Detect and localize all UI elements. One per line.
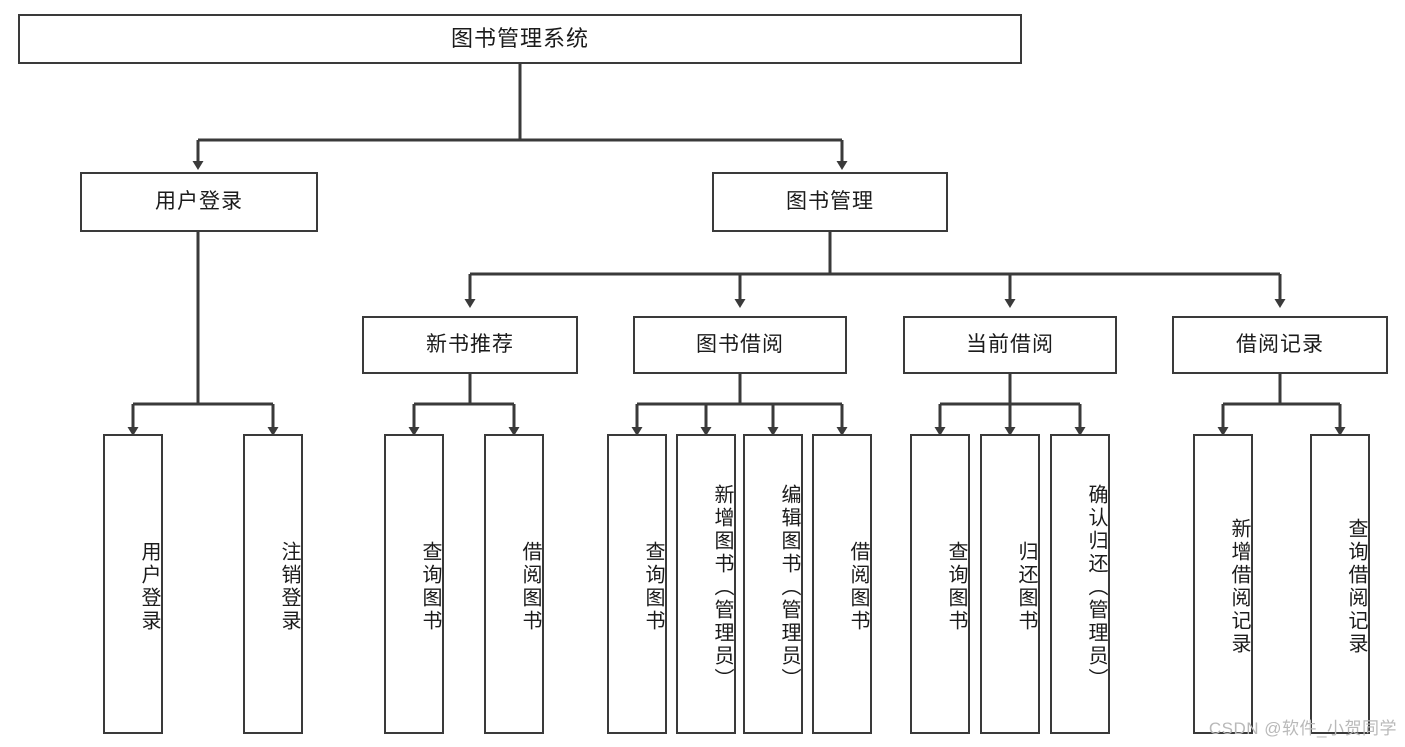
node-book-management[interactable]: 图书管理 [712, 172, 948, 232]
node-book-borrow[interactable]: 图书借阅 [633, 316, 847, 374]
leaf-label: 查询图书 [419, 541, 441, 633]
node-label: 图书借阅 [696, 332, 784, 356]
leaf-label: 查询图书 [642, 541, 664, 633]
leaf-add-borrow-record[interactable]: 新增借阅记录 [1193, 434, 1253, 734]
leaf-user-login[interactable]: 用户登录 [103, 434, 163, 734]
node-label: 图书管理系统 [450, 26, 589, 52]
leaf-query-book-recommend[interactable]: 查询图书 [384, 434, 444, 734]
leaf-label: 新增图书（管理员） [711, 483, 733, 691]
leaf-label: 查询图书 [945, 541, 967, 633]
node-user-login[interactable]: 用户登录 [80, 172, 318, 232]
leaf-query-book-borrow[interactable]: 查询图书 [607, 434, 667, 734]
leaf-query-borrow-record[interactable]: 查询借阅记录 [1310, 434, 1370, 734]
leaf-label: 编辑图书（管理员） [778, 483, 800, 691]
node-root-book-management-system[interactable]: 图书管理系统 [18, 14, 1022, 64]
leaf-label: 新增借阅记录 [1228, 518, 1250, 656]
leaf-borrow-book[interactable]: 借阅图书 [812, 434, 872, 734]
node-label: 借阅记录 [1236, 332, 1324, 356]
node-label: 图书管理 [786, 189, 874, 213]
leaf-add-book-admin[interactable]: 新增图书（管理员） [676, 434, 736, 734]
leaf-label: 借阅图书 [847, 541, 869, 633]
leaf-confirm-return-admin[interactable]: 确认归还（管理员） [1050, 434, 1110, 734]
node-new-book-recommend[interactable]: 新书推荐 [362, 316, 578, 374]
leaf-edit-book-admin[interactable]: 编辑图书（管理员） [743, 434, 803, 734]
leaf-query-book-current[interactable]: 查询图书 [910, 434, 970, 734]
leaf-label: 用户登录 [138, 541, 160, 633]
node-borrow-record[interactable]: 借阅记录 [1172, 316, 1388, 374]
leaf-return-book[interactable]: 归还图书 [980, 434, 1040, 734]
node-current-borrow[interactable]: 当前借阅 [903, 316, 1117, 374]
node-label: 用户登录 [155, 189, 243, 213]
leaf-logout[interactable]: 注销登录 [243, 434, 303, 734]
leaf-borrow-book-recommend[interactable]: 借阅图书 [484, 434, 544, 734]
leaf-label: 确认归还（管理员） [1085, 483, 1107, 691]
leaf-label: 注销登录 [278, 541, 300, 633]
leaf-label: 查询借阅记录 [1345, 518, 1367, 656]
leaf-label: 借阅图书 [519, 541, 541, 633]
watermark: CSDN @软件_小贺同学 [1208, 719, 1397, 738]
node-label: 新书推荐 [426, 332, 514, 356]
node-label: 当前借阅 [966, 332, 1054, 356]
leaf-label: 归还图书 [1015, 541, 1037, 633]
